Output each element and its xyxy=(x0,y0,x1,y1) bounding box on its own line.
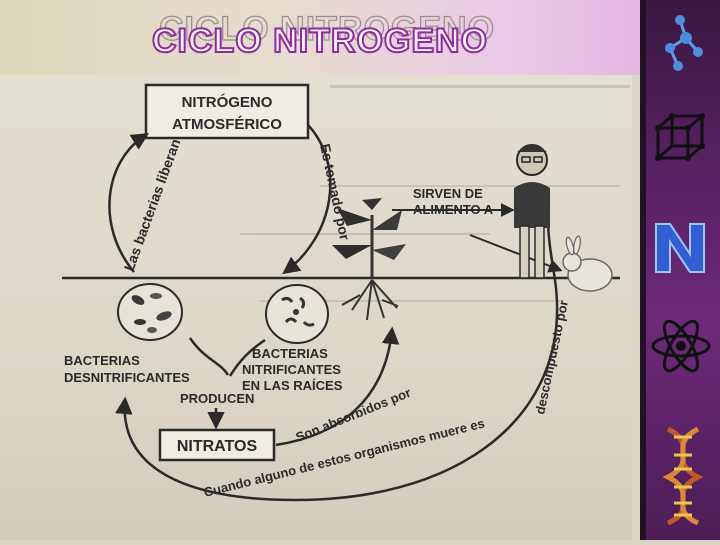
nitrifying-bacteria-circle xyxy=(265,284,329,344)
nitrogen-cycle-diagram: NITRÓGENO ATMOSFÉRICO Las bacterias libe… xyxy=(62,83,630,502)
produce-curve-right xyxy=(228,338,266,377)
taken-by-label: Es tomado por xyxy=(317,142,353,242)
atmospheric-nitrogen-box xyxy=(144,83,310,140)
diagram-photo: NITRÓGENO ATMOSFÉRICO Las bacterias libe… xyxy=(0,75,632,540)
human-figure xyxy=(514,144,550,279)
atmospheric-line1: NITRÓGENO xyxy=(182,93,273,111)
cube-icon xyxy=(655,113,705,161)
nitrogen-letter-icon xyxy=(655,223,705,273)
bacteria-release-label: Las bacterias liberan xyxy=(121,137,184,273)
right-sidebar xyxy=(640,0,720,540)
nitrates-label: NITRATOS xyxy=(177,438,258,455)
produce-curve-left xyxy=(188,337,230,376)
atmospheric-line2: ATMOSFÉRICO xyxy=(172,116,282,133)
molecule-icon xyxy=(665,15,703,71)
title-shadow: CICLO NITROGENO xyxy=(158,9,496,48)
produce-label: PRODUCEN xyxy=(180,391,254,406)
nitrifying-label-3: EN LAS RAÍCES xyxy=(242,378,343,393)
sidebar-stripe xyxy=(640,0,646,540)
absorbed-arrow xyxy=(275,326,400,447)
nitrates-box xyxy=(158,428,276,462)
taken-arrow xyxy=(282,124,332,275)
decomposed-by-label: descompuesto por xyxy=(532,299,571,416)
plant xyxy=(332,198,406,321)
denitrifying-bacteria-circle xyxy=(117,283,183,341)
denitrifying-label-2: DESNITRIFICANTES xyxy=(64,370,190,385)
food-arrow-rabbit xyxy=(469,234,563,273)
absorbed-by-label: Son absorbidos por xyxy=(294,385,413,445)
nitrifying-label-2: NITRIFICANTES xyxy=(242,362,341,377)
serve-food-label-1: SIRVEN DE xyxy=(413,186,483,201)
denitrifying-label-1: BACTERIAS xyxy=(64,353,140,368)
slide-title: CICLO NITROGENO xyxy=(151,21,489,61)
title-band xyxy=(0,0,640,75)
rabbit xyxy=(562,235,613,292)
decomposition-loop-arrow xyxy=(115,279,559,502)
dna-icon xyxy=(662,426,704,525)
atom-icon xyxy=(651,319,711,373)
background-print xyxy=(240,85,630,302)
nitrifying-label-1: BACTERIAS xyxy=(252,346,328,361)
release-arrow xyxy=(108,133,149,273)
